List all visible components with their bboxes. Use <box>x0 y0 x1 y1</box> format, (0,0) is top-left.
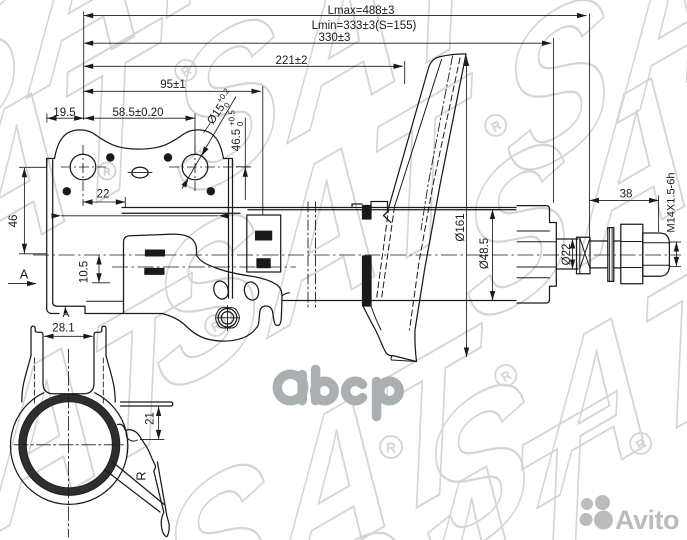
svg-text:R: R <box>103 167 110 178</box>
svg-text:R: R <box>134 471 149 480</box>
svg-text:R: R <box>386 440 395 455</box>
svg-text:221±2: 221±2 <box>276 55 308 67</box>
svg-text:Ø161: Ø161 <box>455 213 467 241</box>
svg-text:10.5: 10.5 <box>79 261 91 283</box>
svg-text:Ø22: Ø22 <box>561 244 573 266</box>
svg-text:28.1: 28.1 <box>52 323 74 335</box>
svg-text:M14X1.5-6h: M14X1.5-6h <box>666 173 678 233</box>
svg-text:22: 22 <box>97 189 110 201</box>
svg-text:330±3: 330±3 <box>319 32 351 44</box>
svg-text:46.5: 46.5 <box>231 129 243 151</box>
svg-text:95±1: 95±1 <box>160 79 186 91</box>
svg-text:Avito: Avito <box>615 505 679 535</box>
svg-text:+0.5: +0.5 <box>228 110 237 126</box>
svg-text:21: 21 <box>145 412 157 425</box>
svg-text:Ø48.5: Ø48.5 <box>479 238 491 269</box>
svg-text:19.5: 19.5 <box>53 107 75 119</box>
svg-text:38: 38 <box>620 189 633 201</box>
svg-text:46: 46 <box>8 215 20 228</box>
svg-text:Lmin=333±3(S=155): Lmin=333±3(S=155) <box>312 20 417 32</box>
svg-text:A: A <box>62 308 69 320</box>
svg-text:0: 0 <box>236 121 245 126</box>
svg-text:0: 0 <box>222 100 232 109</box>
svg-text:Lmax=488±3: Lmax=488±3 <box>328 5 395 17</box>
svg-text:A: A <box>20 268 29 282</box>
svg-text:58.5±0.20: 58.5±0.20 <box>112 107 163 119</box>
